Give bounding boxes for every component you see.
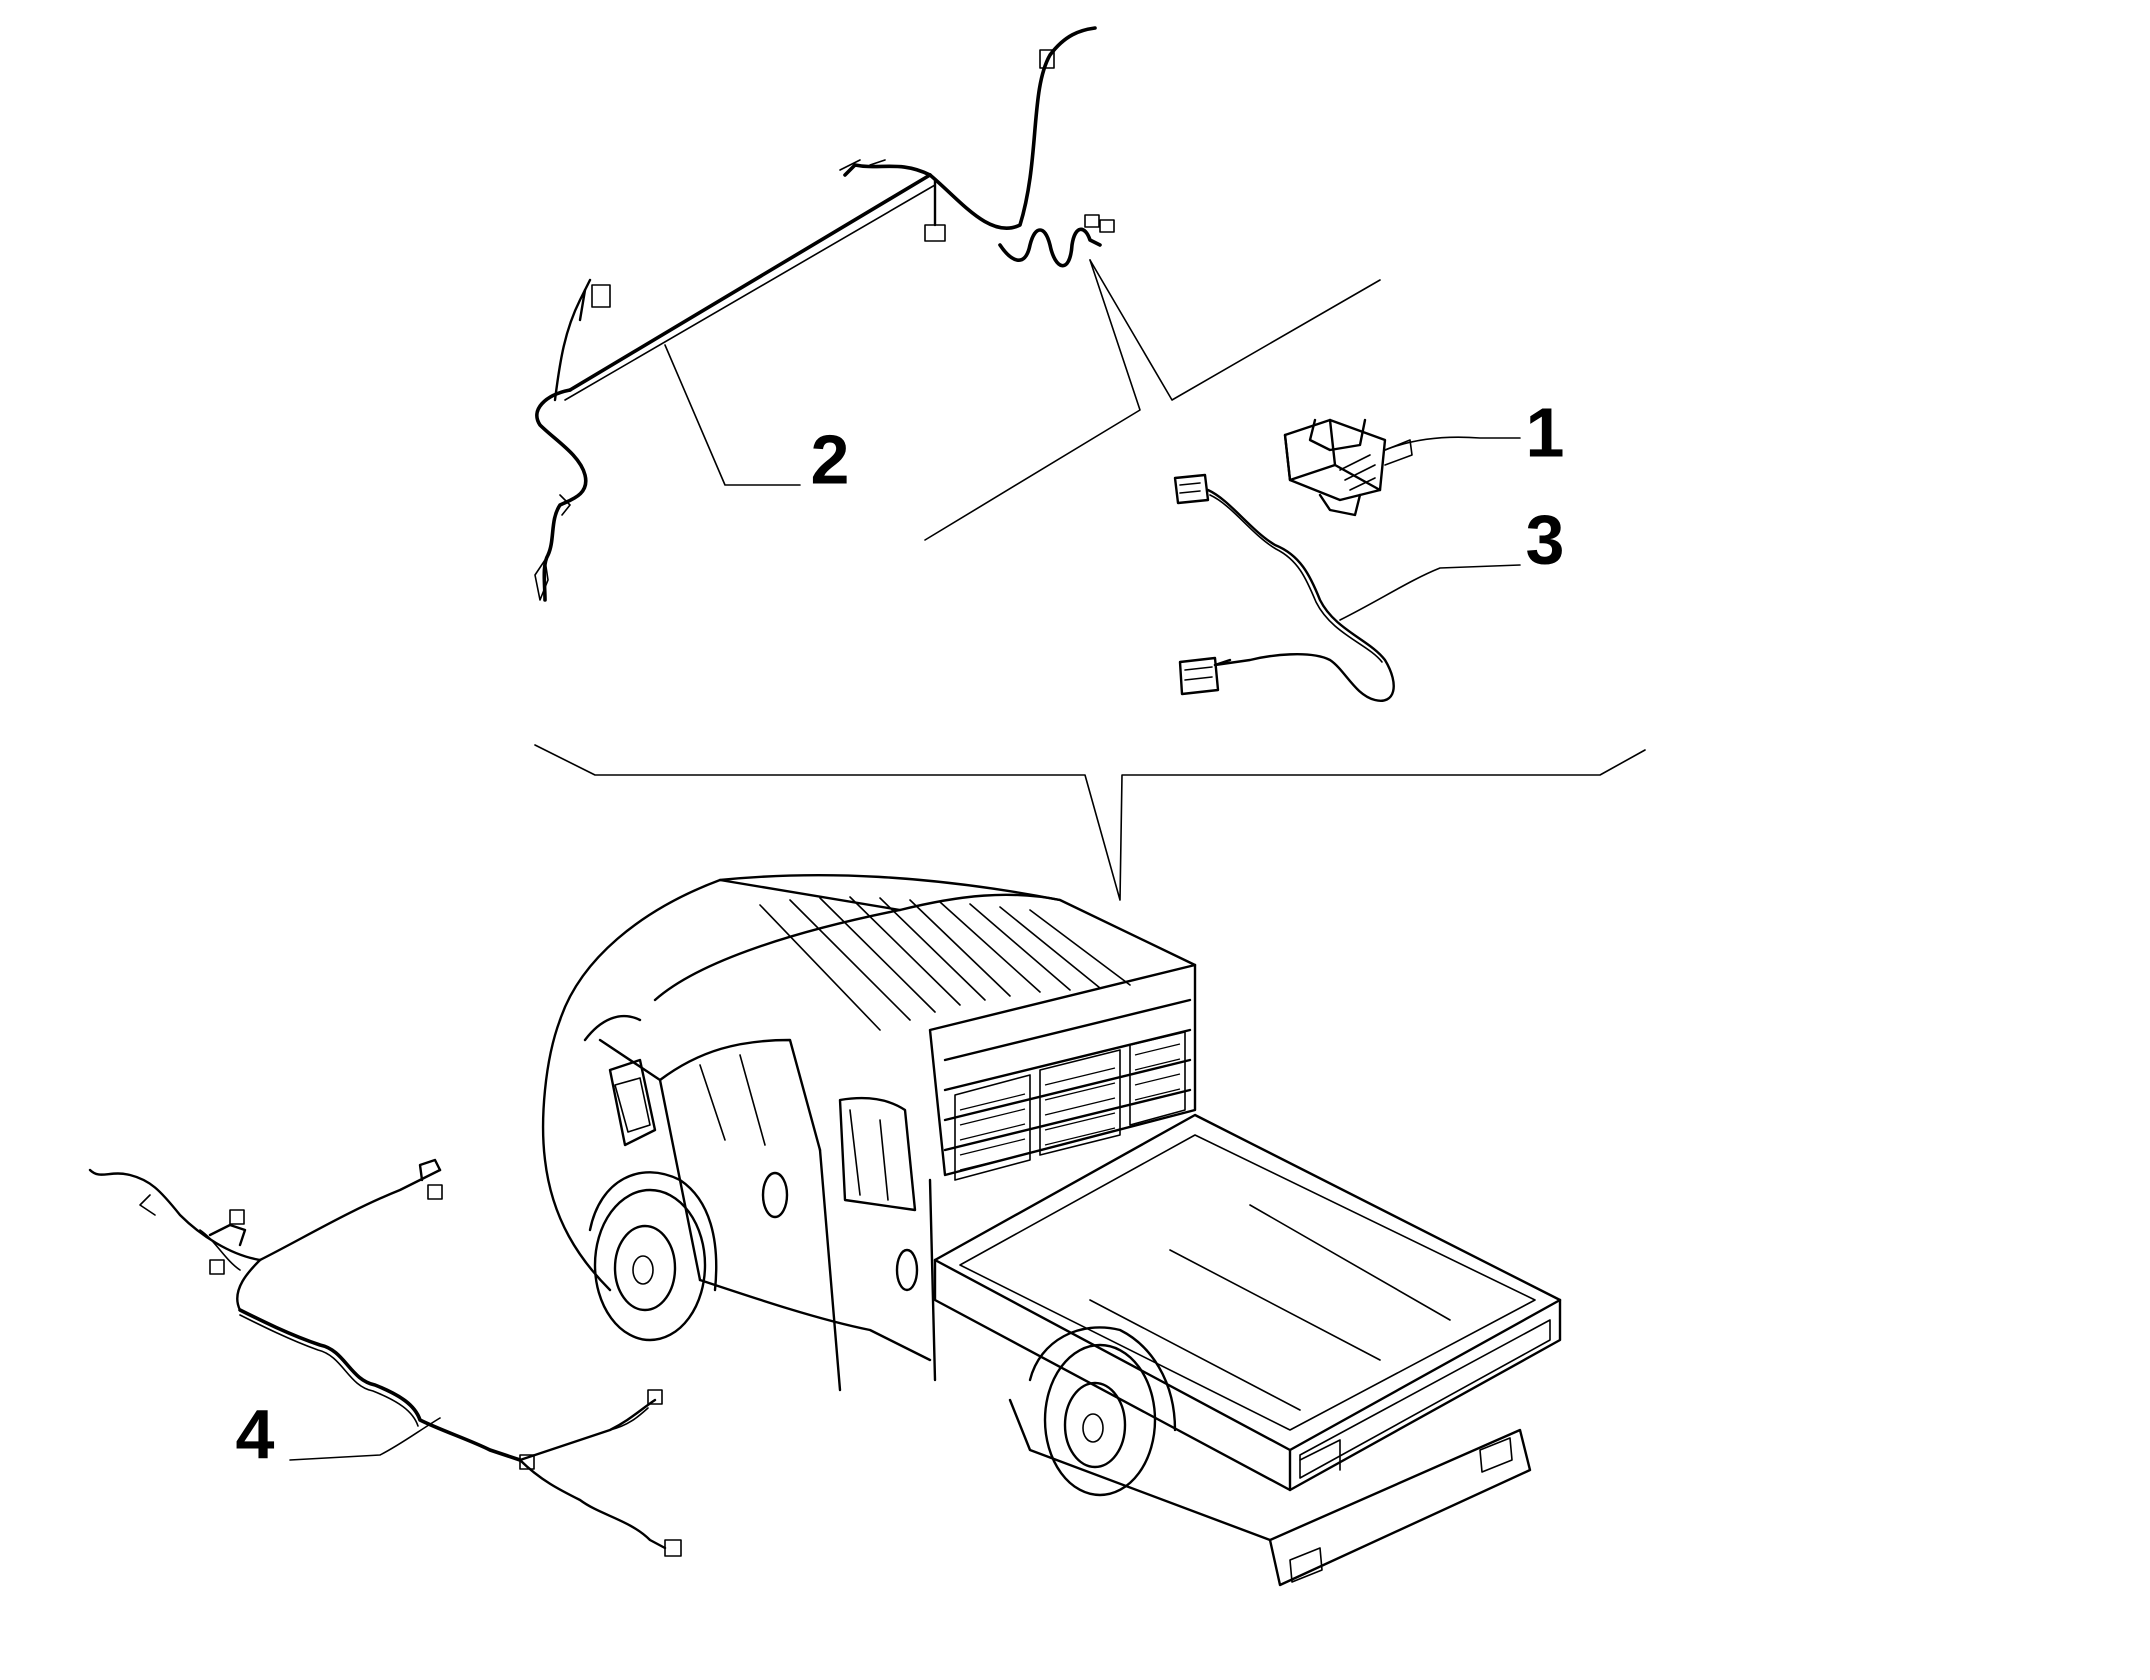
- zoom-bracket: [534, 259, 1646, 901]
- switch-module-part-1[interactable]: [1283, 418, 1521, 517]
- chassis-wiring-harness-part-4[interactable]: [88, 1158, 682, 1557]
- callout-4-leader: [289, 1417, 441, 1461]
- callout-label-3: 3: [1526, 500, 1565, 578]
- roof-wiring-harness-part-2[interactable]: [534, 26, 1115, 602]
- callout-1-leader: [1384, 436, 1521, 451]
- callout-3-leader: [1339, 564, 1521, 621]
- callout-label-4: 4: [236, 1395, 275, 1473]
- callout-label-1: 1: [1526, 393, 1565, 471]
- callout-label-2: 2: [811, 420, 850, 498]
- jumper-cable-part-3[interactable]: [1173, 473, 1521, 702]
- callout-2-leader: [664, 344, 801, 486]
- pickup-truck-illustration: [541, 873, 1562, 1587]
